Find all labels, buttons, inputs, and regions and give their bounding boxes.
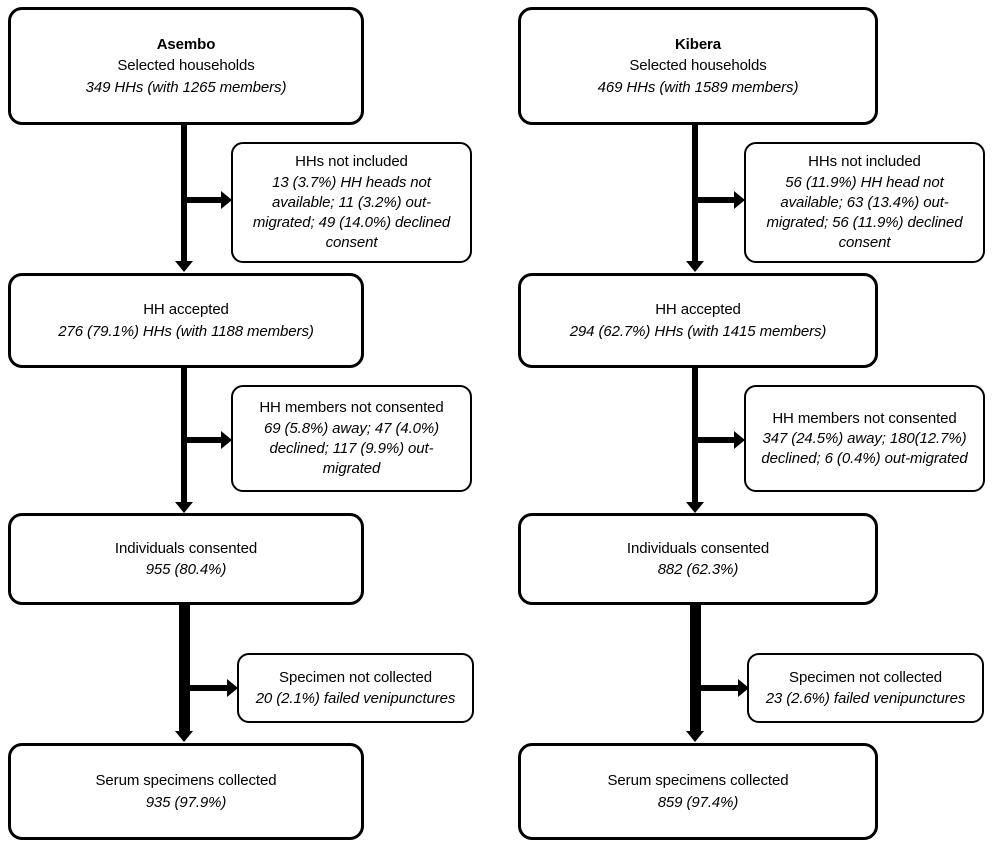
kibera-connector-3-arrowhead xyxy=(686,731,704,742)
kibera-hhs-not-included-value: 56 (11.9%) HH head not available; 63 (13… xyxy=(766,173,963,252)
kibera-hh-accepted-box: HH accepted 294 (62.7%) HHs (with 1415 m… xyxy=(518,273,878,368)
kibera-specimen-not-collected-value: 23 (2.6%) failed venipunctures xyxy=(765,690,966,707)
asembo-individuals-consented-label: Individuals consented xyxy=(114,539,258,557)
asembo-connector-3-stem xyxy=(179,605,190,733)
asembo-serum-specimens-collected-value: 935 (97.9%) xyxy=(145,793,227,811)
asembo-hh-accepted-value: 276 (79.1%) HHs (with 1188 members) xyxy=(58,322,314,340)
asembo-branch-2-arrowhead xyxy=(221,431,232,449)
asembo-site-title: Asembo xyxy=(156,36,216,54)
asembo-branch-1-arrowhead xyxy=(221,191,232,209)
kibera-connector-1-stem xyxy=(692,125,698,263)
asembo-hhs-not-included-value: 13 (3.7%) HH heads not available; 11 (3.… xyxy=(252,173,451,252)
asembo-connector-1-stem xyxy=(181,125,187,263)
kibera-specimen-not-collected-box: Specimen not collected 23 (2.6%) failed … xyxy=(747,653,984,723)
kibera-hh-accepted-value: 294 (62.7%) HHs (with 1415 members) xyxy=(569,322,827,340)
asembo-individuals-consented-value: 955 (80.4%) xyxy=(145,561,227,578)
asembo-branch-3-arrowhead xyxy=(227,679,238,697)
asembo-specimen-not-collected-value: 20 (2.1%) failed venipunctures xyxy=(255,690,456,707)
asembo-branch-2-stem xyxy=(184,437,224,443)
kibera-individuals-consented-label: Individuals consented xyxy=(626,539,770,557)
kibera-serum-specimens-collected-box: Serum specimens collected 859 (97.4%) xyxy=(518,743,878,840)
kibera-serum-specimens-collected-value: 859 (97.4%) xyxy=(657,793,739,811)
asembo-hh-accepted-label: HH accepted xyxy=(143,301,229,319)
asembo-connector-1-arrowhead xyxy=(175,261,193,272)
kibera-hh-members-not-consented-value: 347 (24.5%) away; 180(12.7%) declined; 6… xyxy=(761,429,968,468)
kibera-individuals-consented-box: Individuals consented 882 (62.3%) xyxy=(518,513,878,605)
kibera-connector-2-arrowhead xyxy=(686,502,704,513)
kibera-specimen-not-collected-label: Specimen not collected xyxy=(789,668,942,686)
kibera-site-title: Kibera xyxy=(674,36,722,54)
asembo-hh-members-not-consented-box: HH members not consented 69 (5.8%) away;… xyxy=(231,385,472,492)
asembo-selected-households-box: Asembo Selected households 349 HHs (with… xyxy=(8,7,364,125)
kibera-branch-1-stem xyxy=(695,197,737,203)
kibera-branch-2-arrowhead xyxy=(734,431,745,449)
asembo-hh-members-not-consented-value: 69 (5.8%) away; 47 (4.0%) declined; 117 … xyxy=(263,419,440,478)
kibera-connector-1-arrowhead xyxy=(686,261,704,272)
kibera-branch-3-arrowhead xyxy=(738,679,749,697)
asembo-connector-2-stem xyxy=(181,368,187,504)
asembo-hhs-not-included-label: HHs not included xyxy=(295,153,408,171)
kibera-connector-3-stem xyxy=(690,605,701,733)
kibera-branch-2-stem xyxy=(695,437,737,443)
asembo-specimen-not-collected-box: Specimen not collected 20 (2.1%) failed … xyxy=(237,653,474,723)
asembo-branch-3-stem xyxy=(188,685,230,691)
kibera-serum-specimens-collected-label: Serum specimens collected xyxy=(607,772,789,790)
asembo-individuals-consented-box: Individuals consented 955 (80.4%) xyxy=(8,513,364,605)
asembo-connector-2-arrowhead xyxy=(175,502,193,513)
asembo-hhs-not-included-box: HHs not included 13 (3.7%) HH heads not … xyxy=(231,142,472,263)
kibera-hh-members-not-consented-box: HH members not consented 347 (24.5%) awa… xyxy=(744,385,985,492)
asembo-serum-specimens-collected-box: Serum specimens collected 935 (97.9%) xyxy=(8,743,364,840)
kibera-hh-members-not-consented-label: HH members not consented xyxy=(772,409,957,427)
kibera-branch-3-stem xyxy=(699,685,741,691)
kibera-branch-1-arrowhead xyxy=(734,191,745,209)
asembo-serum-specimens-collected-label: Serum specimens collected xyxy=(95,772,277,790)
asembo-specimen-not-collected-label: Specimen not collected xyxy=(279,668,432,686)
kibera-hh-accepted-label: HH accepted xyxy=(655,301,741,319)
kibera-hhs-not-included-label: HHs not included xyxy=(808,153,921,171)
kibera-individuals-consented-value: 882 (62.3%) xyxy=(657,561,739,578)
asembo-connector-3-arrowhead xyxy=(175,731,193,742)
kibera-selected-households-box: Kibera Selected households 469 HHs (with… xyxy=(518,7,878,125)
asembo-hh-members-not-consented-label: HH members not consented xyxy=(259,399,444,417)
kibera-selected-households-label: Selected households xyxy=(629,57,767,75)
kibera-connector-2-stem xyxy=(692,368,698,504)
asembo-hh-accepted-box: HH accepted 276 (79.1%) HHs (with 1188 m… xyxy=(8,273,364,368)
kibera-selected-households-value: 469 HHs (with 1589 members) xyxy=(597,78,799,96)
asembo-selected-households-label: Selected households xyxy=(117,57,255,75)
kibera-hhs-not-included-box: HHs not included 56 (11.9%) HH head not … xyxy=(744,142,985,263)
asembo-branch-1-stem xyxy=(184,197,224,203)
asembo-selected-households-value: 349 HHs (with 1265 members) xyxy=(85,78,287,96)
